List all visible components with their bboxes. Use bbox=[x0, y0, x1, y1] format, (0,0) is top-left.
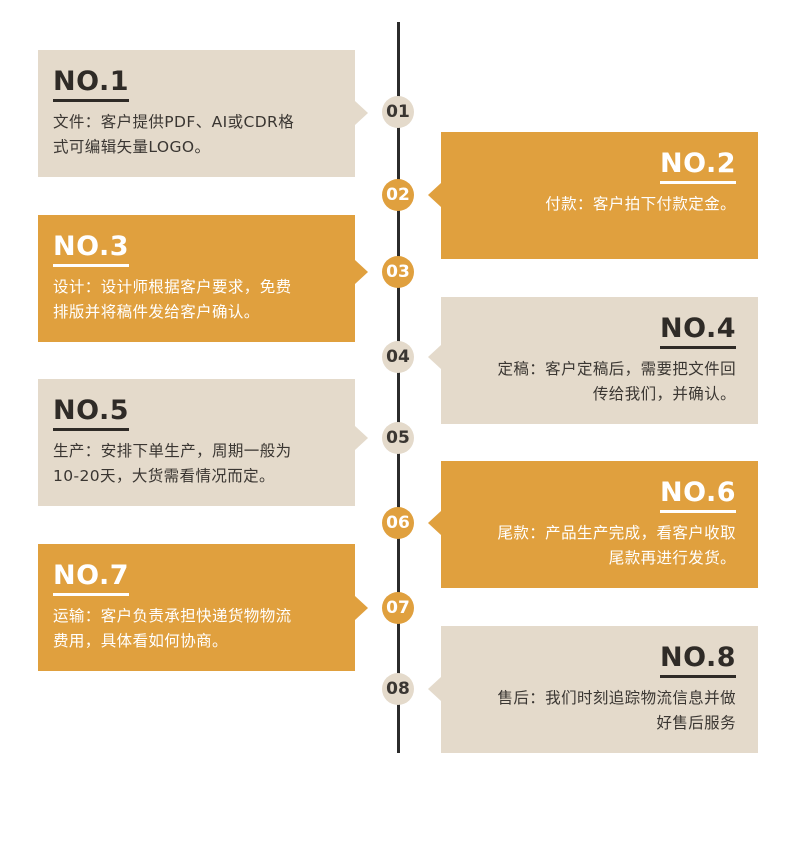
step-title: NO.4 bbox=[660, 313, 736, 349]
step-card-1: NO.1 文件：客户提供PDF、AI或CDR格 式可编辑矢量LOGO。 bbox=[38, 50, 355, 177]
step-description-line: 式可编辑矢量LOGO。 bbox=[53, 138, 211, 156]
step-description: 运输：客户负责承担快递货物物流 费用，具体看如何协商。 bbox=[53, 604, 335, 654]
step-card-2: NO.2 付款：客户拍下付款定金。 bbox=[441, 132, 758, 259]
step-card-7: NO.7 运输：客户负责承担快递货物物流 费用，具体看如何协商。 bbox=[38, 544, 355, 671]
step-description-line: 费用，具体看如何协商。 bbox=[53, 632, 228, 650]
step-node-8: 08 bbox=[382, 673, 414, 705]
step-title: NO.3 bbox=[53, 231, 129, 267]
step-title: NO.6 bbox=[660, 477, 736, 513]
step-description-line: 排版并将稿件发给客户确认。 bbox=[53, 303, 260, 321]
step-description: 尾款：产品生产完成，看客户收取 尾款再进行发货。 bbox=[461, 521, 736, 571]
step-description-line: 生产：安排下单生产，周期一般为 bbox=[53, 442, 292, 460]
step-node-2: 02 bbox=[382, 179, 414, 211]
step-card-5: NO.5 生产：安排下单生产，周期一般为 10-20天，大货需看情况而定。 bbox=[38, 379, 355, 506]
step-description-line: 付款：客户拍下付款定金。 bbox=[545, 195, 736, 213]
step-node-4: 04 bbox=[382, 341, 414, 373]
step-node-5: 05 bbox=[382, 422, 414, 454]
step-description: 付款：客户拍下付款定金。 bbox=[461, 192, 736, 217]
step-pointer-6 bbox=[428, 511, 441, 535]
step-card-3: NO.3 设计：设计师根据客户要求，免费 排版并将稿件发给客户确认。 bbox=[38, 215, 355, 342]
step-title: NO.5 bbox=[53, 395, 129, 431]
step-description-line: 售后：我们时刻追踪物流信息并做 bbox=[497, 689, 736, 707]
step-pointer-1 bbox=[355, 101, 368, 125]
step-title: NO.2 bbox=[660, 148, 736, 184]
step-description-line: 运输：客户负责承担快递货物物流 bbox=[53, 607, 292, 625]
step-description: 售后：我们时刻追踪物流信息并做 好售后服务 bbox=[461, 686, 736, 736]
step-description-line: 文件：客户提供PDF、AI或CDR格 bbox=[53, 113, 295, 131]
step-node-1: 01 bbox=[382, 96, 414, 128]
step-pointer-7 bbox=[355, 596, 368, 620]
step-card-8: NO.8 售后：我们时刻追踪物流信息并做 好售后服务 bbox=[441, 626, 758, 753]
step-description-line: 尾款再进行发货。 bbox=[608, 549, 736, 567]
step-node-7: 07 bbox=[382, 592, 414, 624]
step-description-line: 定稿：客户定稿后，需要把文件回 bbox=[497, 360, 736, 378]
step-description-line: 设计：设计师根据客户要求，免费 bbox=[53, 278, 292, 296]
step-card-4: NO.4 定稿：客户定稿后，需要把文件回 传给我们，并确认。 bbox=[441, 297, 758, 424]
step-node-3: 03 bbox=[382, 256, 414, 288]
step-pointer-5 bbox=[355, 426, 368, 450]
timeline-line bbox=[397, 22, 400, 753]
step-pointer-2 bbox=[428, 183, 441, 207]
step-description-line: 尾款：产品生产完成，看客户收取 bbox=[497, 524, 736, 542]
step-description: 生产：安排下单生产，周期一般为 10-20天，大货需看情况而定。 bbox=[53, 439, 335, 489]
step-title: NO.7 bbox=[53, 560, 129, 596]
step-description-line: 10-20天，大货需看情况而定。 bbox=[53, 467, 275, 485]
step-title: NO.1 bbox=[53, 66, 129, 102]
step-node-6: 06 bbox=[382, 507, 414, 539]
step-pointer-8 bbox=[428, 677, 441, 701]
step-description: 设计：设计师根据客户要求，免费 排版并将稿件发给客户确认。 bbox=[53, 275, 335, 325]
step-description-line: 好售后服务 bbox=[656, 714, 736, 732]
step-description: 定稿：客户定稿后，需要把文件回 传给我们，并确认。 bbox=[461, 357, 736, 407]
step-description-line: 传给我们，并确认。 bbox=[592, 385, 736, 403]
step-title: NO.8 bbox=[660, 642, 736, 678]
step-card-6: NO.6 尾款：产品生产完成，看客户收取 尾款再进行发货。 bbox=[441, 461, 758, 588]
step-pointer-3 bbox=[355, 260, 368, 284]
step-pointer-4 bbox=[428, 345, 441, 369]
step-description: 文件：客户提供PDF、AI或CDR格 式可编辑矢量LOGO。 bbox=[53, 110, 335, 160]
